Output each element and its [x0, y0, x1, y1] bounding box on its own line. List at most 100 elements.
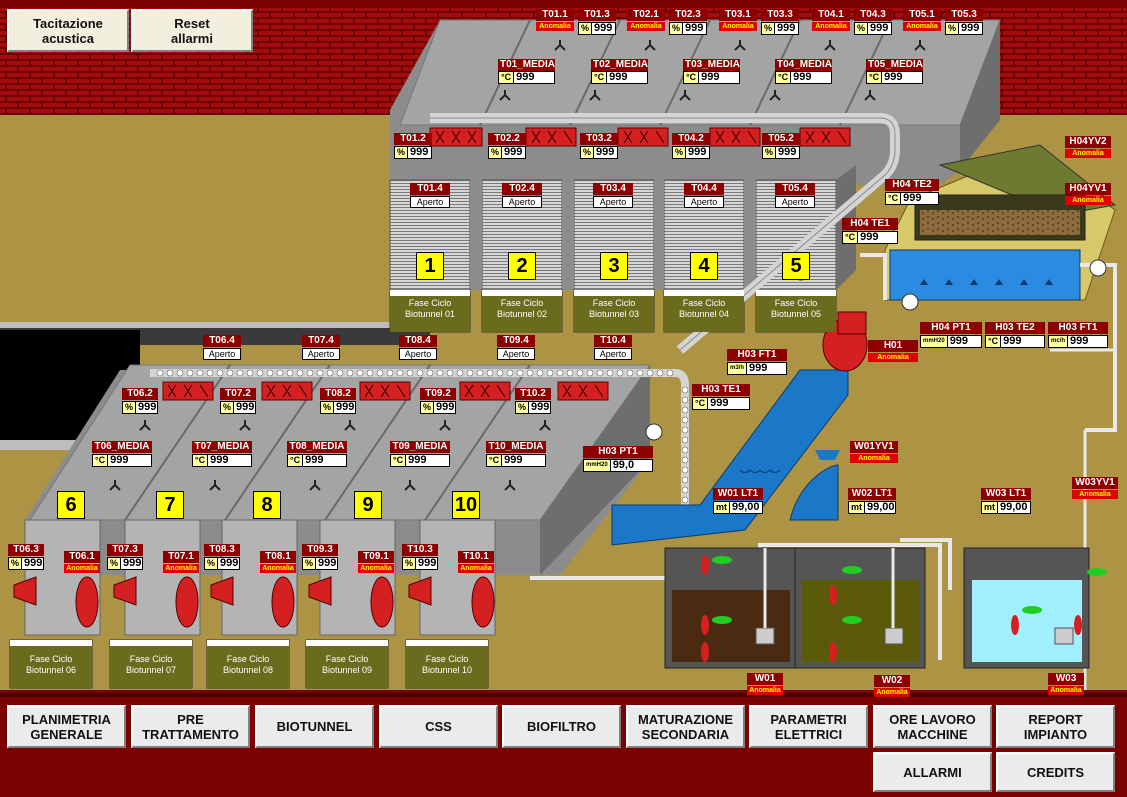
h04te2-label: H04 TE2 — [885, 179, 939, 191]
t08-4-label: T08.4 — [399, 335, 437, 347]
nav-ore-button[interactable]: ORE LAVORO MACCHINE — [873, 705, 992, 748]
t05-3-value: %999 — [945, 22, 983, 35]
biotunnel-7-phase: Fase Ciclo Biotunnel 07 — [110, 640, 192, 688]
t01-4-label: T01.4 — [410, 183, 450, 195]
t08-3-value: %999 — [204, 557, 240, 570]
t03-3-label: T03.3 — [761, 9, 799, 21]
t03-4-state: Aperto — [593, 196, 633, 208]
w01yv1-label: W01YV1 — [850, 441, 898, 453]
t09-2-value: %999 — [420, 401, 456, 414]
biotunnel-10-number[interactable]: 10 — [452, 491, 480, 519]
t10-2-value: %999 — [515, 401, 551, 414]
nav-report-button[interactable]: REPORT IMPIANTO — [996, 705, 1115, 748]
t05-1-label: T05.1 — [903, 9, 941, 21]
biotunnel-9-phase: Fase Ciclo Biotunnel 09 — [306, 640, 388, 688]
t04_media-label: T04_MEDIA — [775, 59, 833, 71]
t03_media-label: T03_MEDIA — [683, 59, 741, 71]
biotunnel-6-phase: Fase Ciclo Biotunnel 06 — [10, 640, 92, 688]
t07-2-label: T07.2 — [220, 388, 256, 400]
t02-2-value: %999 — [488, 146, 526, 159]
biotunnel-8-number[interactable]: 8 — [253, 491, 281, 519]
t04-2-label: T04.2 — [672, 133, 710, 145]
h03te1-label: H03 TE1 — [692, 384, 750, 396]
nav-biofiltro-button[interactable]: BIOFILTRO — [502, 705, 621, 748]
biotunnel-1-phase: Fase Ciclo Biotunnel 01 — [390, 290, 470, 332]
nav-css-button[interactable]: CSS — [379, 705, 498, 748]
t08-3-label: T08.3 — [204, 544, 240, 556]
h03pt1-label: H03 PT1 — [583, 446, 653, 458]
biotunnel-4-number[interactable]: 4 — [690, 252, 718, 280]
t06-4-state: Aperto — [203, 348, 241, 360]
biotunnel-3-number[interactable]: 3 — [600, 252, 628, 280]
t05_media-label: T05_MEDIA — [866, 59, 924, 71]
t10-4-state: Aperto — [594, 348, 632, 360]
w03yv1-anomaly: Anomalia — [1072, 490, 1118, 499]
biotunnel-5-number[interactable]: 5 — [782, 252, 810, 280]
biotunnel-5-phase: Fase Ciclo Biotunnel 05 — [756, 290, 836, 332]
w01-anomaly: Anomalia — [747, 686, 783, 695]
biotunnel-7-number[interactable]: 7 — [156, 491, 184, 519]
nav-parametri-button[interactable]: PARAMETRI ELETTRICI — [749, 705, 868, 748]
t07-4-label: T07.4 — [302, 335, 340, 347]
nav-pretrattamento-button[interactable]: PRE TRATTAMENTO — [131, 705, 250, 748]
biotunnel-1-number[interactable]: 1 — [416, 252, 444, 280]
nav-allarmi-button[interactable]: ALLARMI — [873, 752, 992, 792]
t04-3-label: T04.3 — [854, 9, 892, 21]
biotunnel-2-number[interactable]: 2 — [508, 252, 536, 280]
t01-4-state: Aperto — [410, 196, 450, 208]
w02-label: W02 — [874, 675, 910, 687]
biotunnel-9-number[interactable]: 9 — [354, 491, 382, 519]
t09-3-value: %999 — [302, 557, 338, 570]
t05-4-state: Aperto — [775, 196, 815, 208]
nav-maturazione-button[interactable]: MATURAZIONE SECONDARIA — [626, 705, 745, 748]
t07-3-label: T07.3 — [107, 544, 143, 556]
h03ft1-b-label: H03 FT1 — [1048, 322, 1108, 334]
t10-3-value: %999 — [402, 557, 438, 570]
nav-credits-button[interactable]: CREDITS — [996, 752, 1115, 792]
biotunnel-8-phase: Fase Ciclo Biotunnel 08 — [207, 640, 289, 688]
biotunnel-2-phase: Fase Ciclo Biotunnel 02 — [482, 290, 562, 332]
w03yv1-label: W03YV1 — [1072, 477, 1118, 489]
w03lt1-label: W03 LT1 — [981, 488, 1031, 500]
biotunnel-6-number[interactable]: 6 — [57, 491, 85, 519]
h04te1-label: H04 TE1 — [842, 218, 898, 230]
t08_media-label: T08_MEDIA — [287, 441, 347, 453]
t10-1-label: T10.1 — [458, 551, 494, 563]
t08-2-label: T08.2 — [320, 388, 356, 400]
h04pt1-label: H04 PT1 — [920, 322, 982, 334]
tacitazione-acustica-button[interactable]: Tacitazione acustica — [7, 9, 129, 52]
biotunnel-3-phase: Fase Ciclo Biotunnel 03 — [574, 290, 654, 332]
t04-1-anomaly: Anomalia — [812, 22, 850, 31]
w01yv1-anomaly: Anomalia — [850, 454, 898, 463]
h01-anomaly: Anomalia — [868, 353, 918, 362]
t01-1-label: T01.1 — [536, 9, 574, 21]
t08-1-label: T08.1 — [260, 551, 296, 563]
nav-biotunnel-button[interactable]: BIOTUNNEL — [255, 705, 374, 748]
t06-2-label: T06.2 — [122, 388, 158, 400]
t10_media-label: T10_MEDIA — [486, 441, 546, 453]
t05-1-anomaly: Anomalia — [903, 22, 941, 31]
t07_media-label: T07_MEDIA — [192, 441, 252, 453]
biotunnel-10-phase: Fase Ciclo Biotunnel 10 — [406, 640, 488, 688]
t06_media-label: T06_MEDIA — [92, 441, 152, 453]
t06-4-label: T06.4 — [203, 335, 241, 347]
reset-allarmi-button[interactable]: Reset allarmi — [131, 9, 253, 52]
t02-4-state: Aperto — [502, 196, 542, 208]
nav-planimetria-button[interactable]: PLANIMETRIA GENERALE — [7, 705, 126, 748]
